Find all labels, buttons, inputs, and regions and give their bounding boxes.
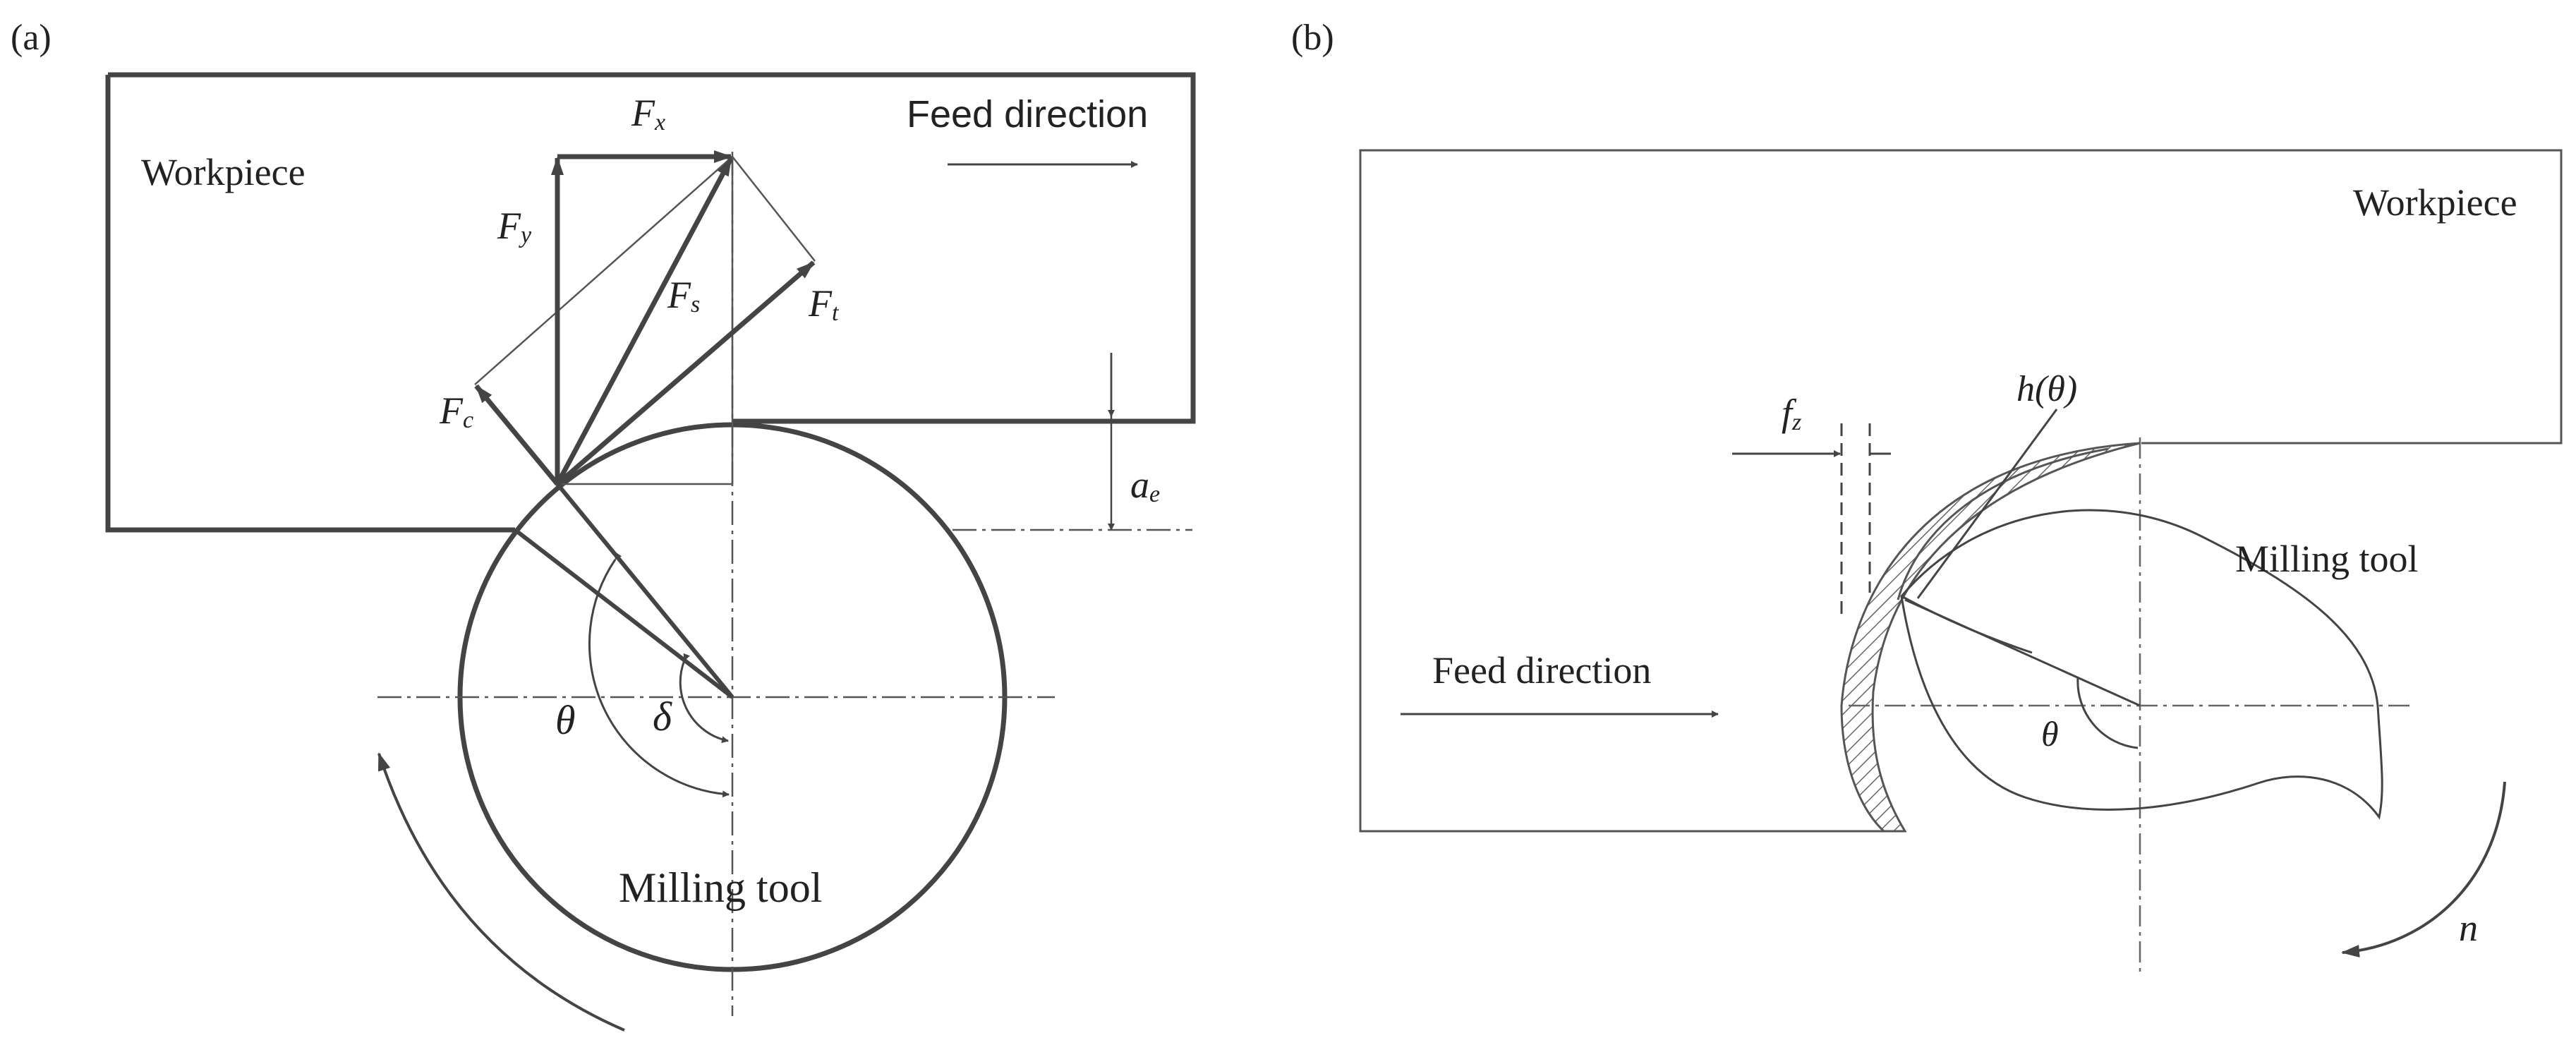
workpiece-label-a: Workpiece	[141, 151, 306, 193]
fs-label: Fs	[667, 274, 700, 318]
tool-inner-edge	[1901, 595, 2033, 654]
fc-label: Fc	[439, 389, 473, 433]
delta-arc	[679, 653, 729, 744]
ft-vector	[555, 260, 816, 486]
feed-direction-label-a: Feed direction	[907, 93, 1148, 135]
radius-line-engagement	[514, 528, 734, 699]
fy-label: Fy	[497, 205, 532, 248]
milling-tool-label-b: Milling tool	[2235, 538, 2419, 580]
h-theta-label: h(θ)	[2016, 369, 2077, 409]
panel-b-label: (b)	[1291, 18, 1334, 58]
milling-tool-label-a: Milling tool	[619, 864, 822, 911]
delta-label: δ	[653, 694, 672, 739]
fz-label: fz	[1782, 392, 1801, 435]
h-theta-leader	[1916, 409, 2058, 599]
ft-label: Ft	[808, 282, 840, 326]
rotation-arrow-b	[2341, 781, 2506, 958]
panel-a: (a) ae Fx Fy Fs Ft Fc	[11, 18, 1196, 1032]
rotation-arrow-a	[377, 752, 625, 1032]
fx-label: Fx	[631, 92, 665, 135]
workpiece-outline-b	[1359, 149, 2563, 833]
construction-fs-to-ft	[732, 156, 816, 262]
n-label: n	[2459, 907, 2478, 949]
theta-label-b: θ	[2041, 714, 2059, 754]
theta-arc-b	[2076, 677, 2139, 749]
panel-b: (b) fz h(θ) θ n Feed direction Workpiece	[1291, 18, 2563, 974]
chip-inner-arc	[1897, 447, 2109, 600]
feed-direction-label-b: Feed direction	[1432, 649, 1651, 691]
chip-hatched-region	[1840, 442, 2141, 833]
construction-fc-to-fs	[474, 156, 733, 385]
workpiece-outline-a	[105, 72, 1196, 533]
theta-label: θ	[555, 697, 576, 743]
panel-a-label: (a)	[11, 18, 52, 58]
fc-vector	[474, 384, 560, 486]
tool-radius-line	[1904, 598, 2141, 707]
workpiece-label-b: Workpiece	[2353, 181, 2517, 224]
radius-line-cutting-point	[555, 483, 734, 699]
ae-label: ae	[1130, 464, 1160, 507]
fs-vector	[555, 157, 734, 485]
tool-flute-shape	[1900, 509, 2383, 820]
theta-arc	[588, 552, 730, 798]
